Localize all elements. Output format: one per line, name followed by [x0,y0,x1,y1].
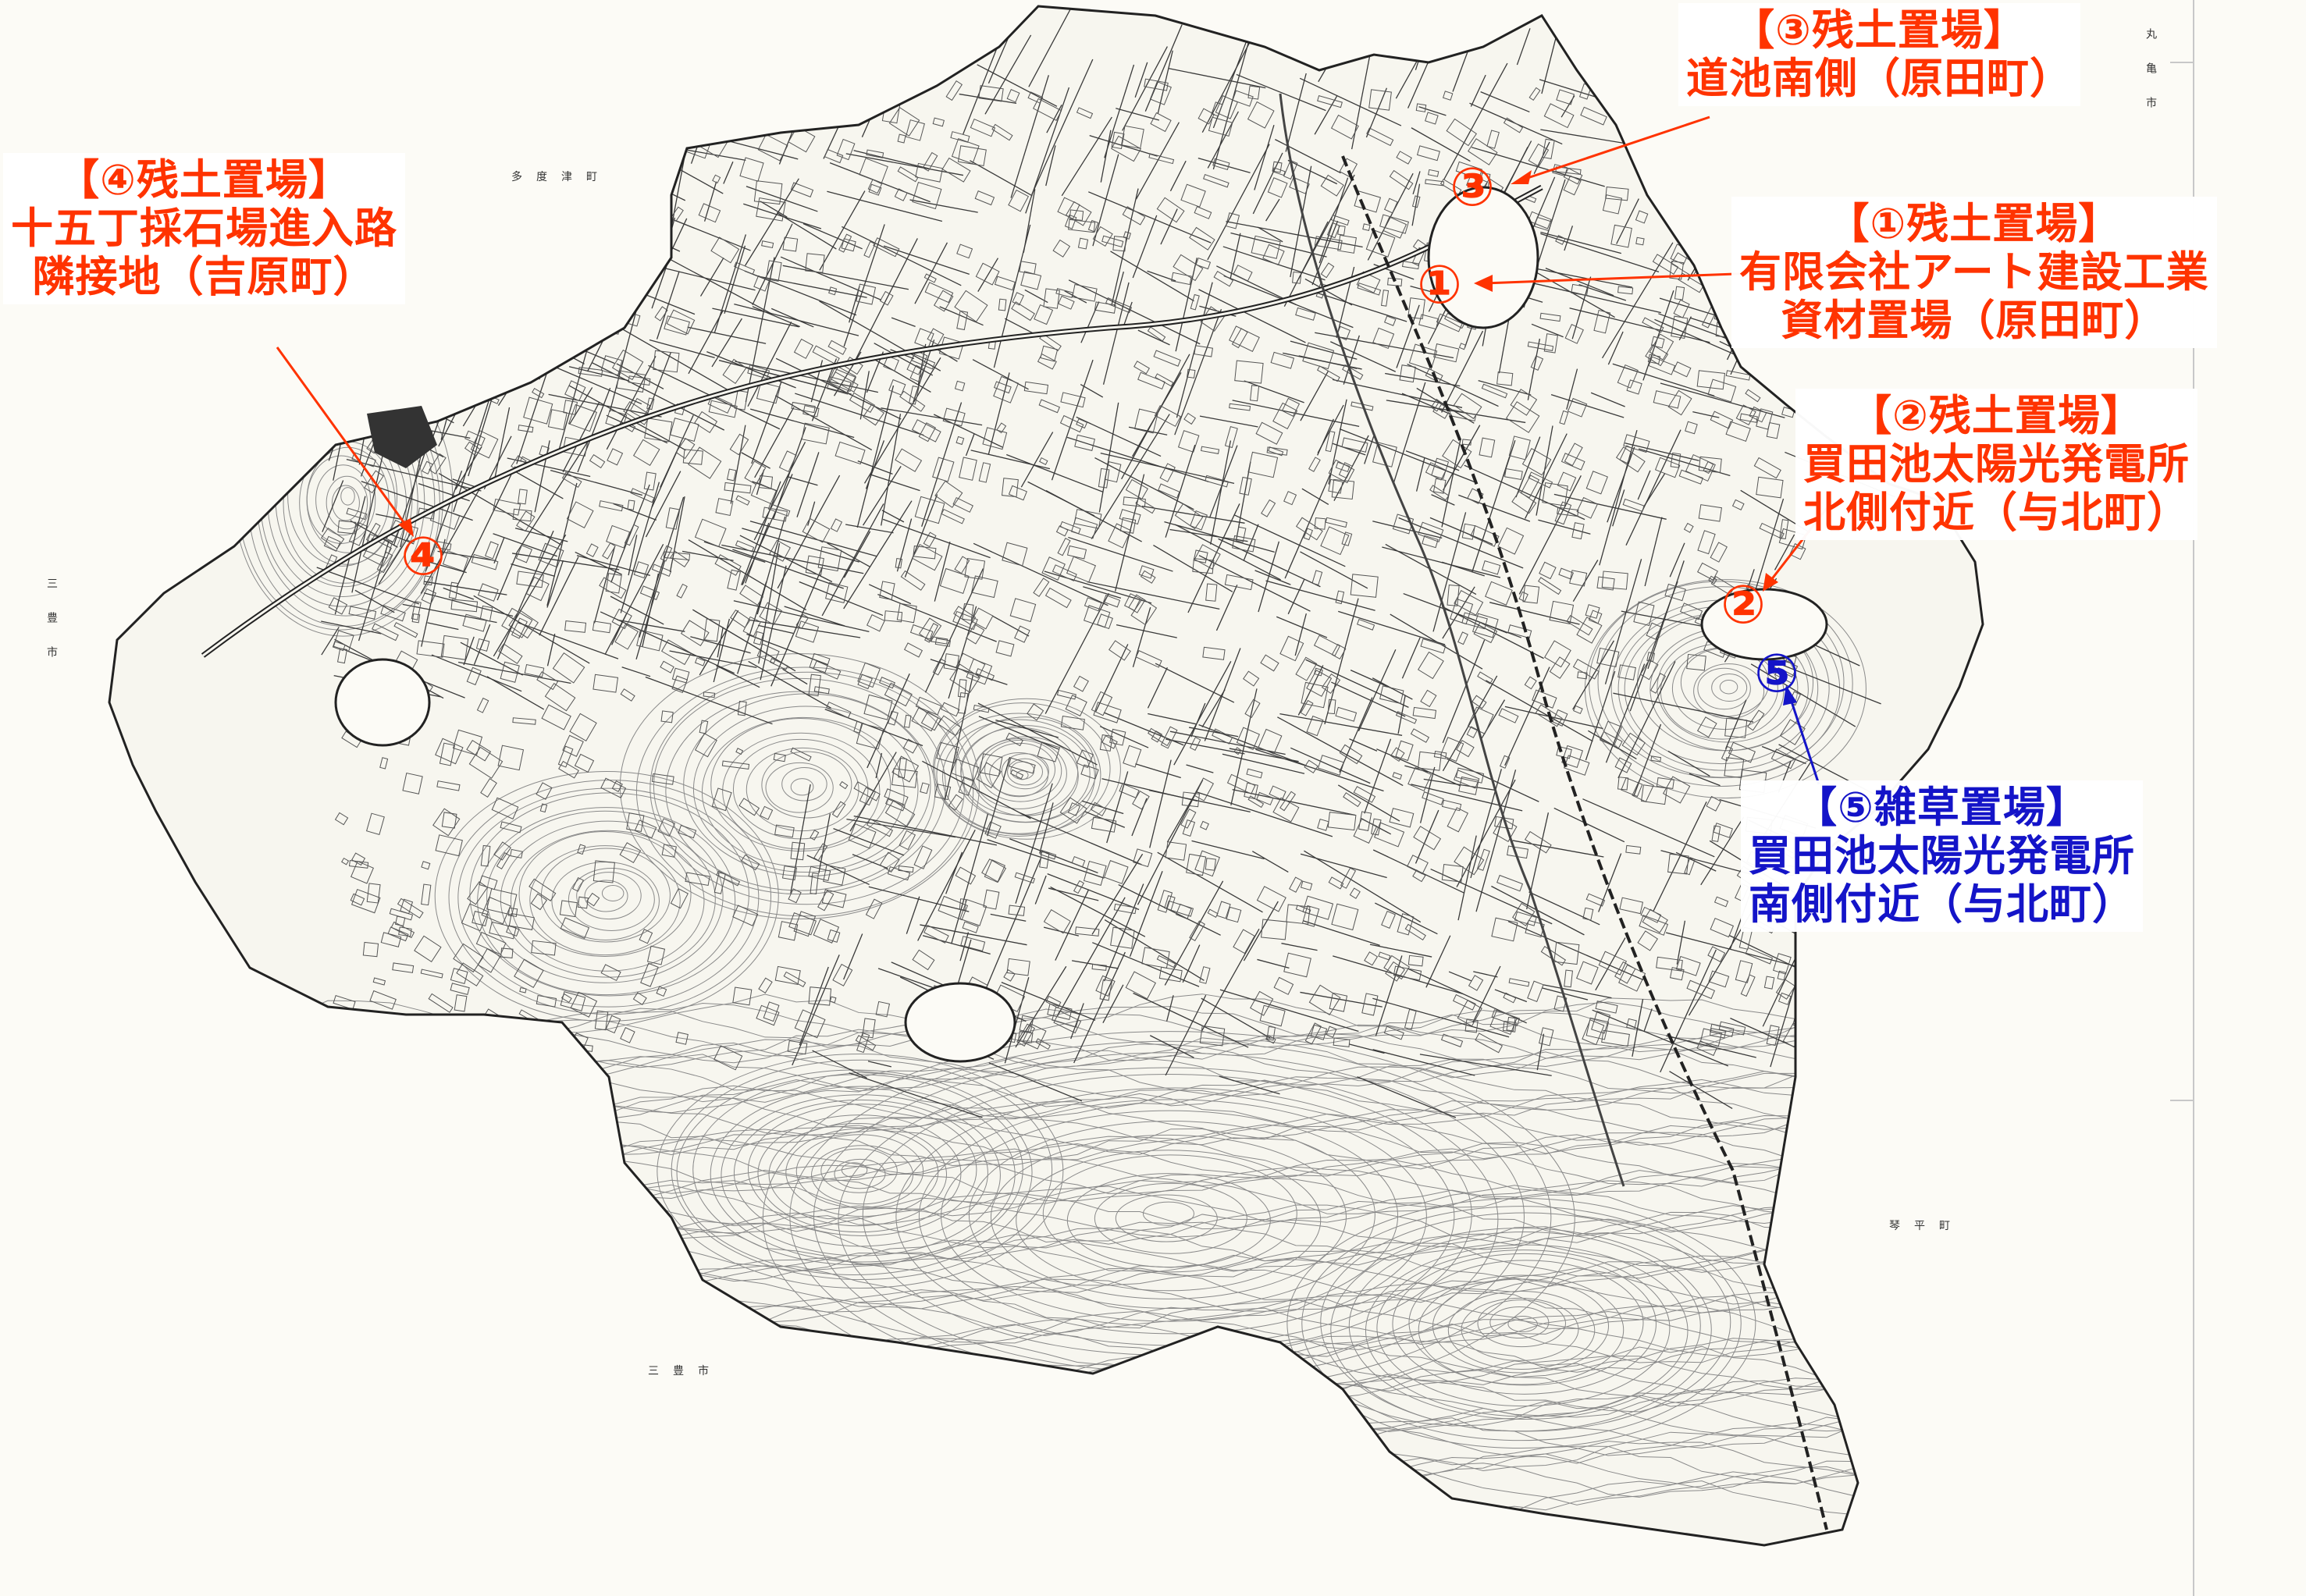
callout-site5-line: 買田池太陽光発電所 [1749,831,2135,880]
callout-site2-line: 買田池太陽光発電所 [1803,439,2190,489]
pond [334,658,431,747]
leader-site4 [276,347,411,531]
marker-site3: ③ [1450,157,1495,219]
callout-site4-line: 隣接地（吉原町） [32,252,376,301]
leader-site1 [1482,272,1757,285]
callout-site5: 【⑤雑草置場】 買田池太陽光発電所 南側付近（与北町） [1741,780,2143,932]
marker-site1: ① [1417,254,1462,316]
callout-site1-title: 【①残土置場】 [1827,199,2122,248]
leader-site5 [1788,694,1820,785]
quarry [367,406,437,468]
place-label-marugame: 丸亀市 [2144,28,2157,131]
callout-site2-line: 北側付近（与北町） [1803,488,2190,537]
callout-site2: 【②残土置場】 買田池太陽光発電所 北側付近（与北町） [1795,389,2197,540]
marker-site5: ⑤ [1754,643,1799,705]
callout-site1: 【①残土置場】 有限会社アート建設工業 資材置場（原田町） [1731,197,2217,348]
callout-site5-line: 南側付近（与北町） [1749,880,2135,929]
pond [1427,186,1539,329]
callout-site4-title: 【④残土置場】 [57,155,351,204]
marker-site4: ④ [400,526,446,588]
pond [904,982,1016,1063]
railway [1341,155,1828,1530]
place-label-mitoyo-west: 三豊市 [45,578,58,681]
place-label-mitoyo-south: 三豊市 [648,1365,723,1377]
marker-site2: ② [1721,574,1766,636]
place-label-tadotsu: 多度津町 [511,171,611,183]
callout-site3-line: 道池南側（原田町） [1686,54,2073,103]
callout-site1-line: 資材置場（原田町） [1781,296,2168,345]
callout-site3-title: 【③残土置場】 [1732,5,2027,55]
callout-site3: 【③残土置場】 道池南側（原田町） [1678,3,2080,106]
callout-site2-title: 【②残土置場】 [1849,391,2144,440]
callout-site5-title: 【⑤雑草置場】 [1795,783,2089,832]
callout-site4: 【④残土置場】 十五丁採石場進入路 隣接地（吉原町） [3,153,405,304]
callout-site1-line: 有限会社アート建設工業 [1739,247,2209,297]
callout-site4-line: 十五丁採石場進入路 [11,204,397,253]
leader-site3 [1518,116,1710,183]
place-label-kotohira: 琴平町 [1889,1220,1964,1232]
river [1279,93,1625,1187]
